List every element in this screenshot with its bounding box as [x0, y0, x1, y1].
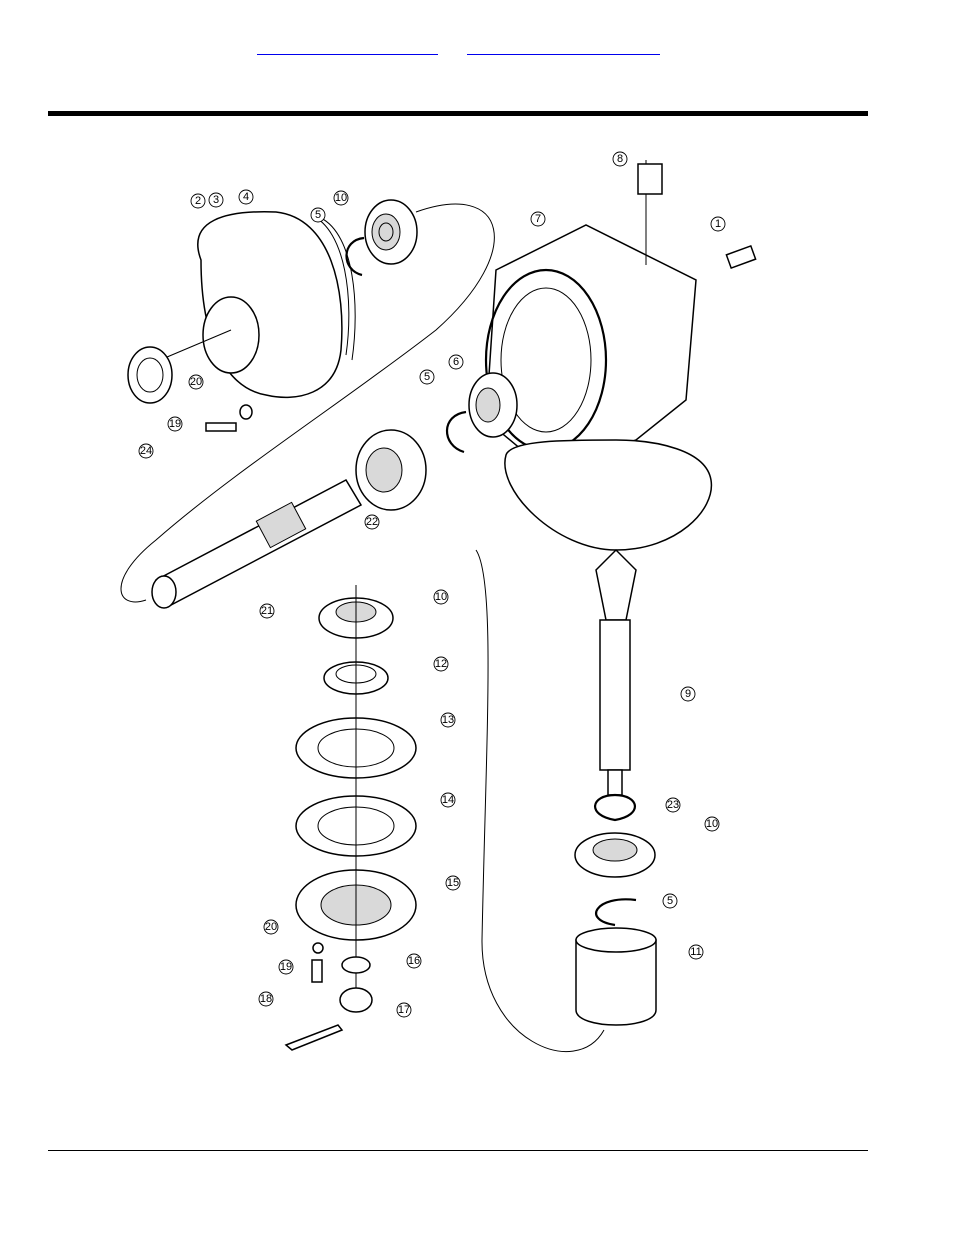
callout-label: 5: [424, 371, 430, 383]
callout-label: 3: [213, 194, 219, 206]
bearing-10-bottom: [574, 832, 656, 878]
snap-ring-5-top: [345, 236, 365, 277]
breather-plug-8: [637, 163, 663, 195]
callout-label: 4: [243, 191, 249, 203]
callout-c16: 16: [406, 953, 422, 969]
pinion-shaft-9: [595, 548, 637, 796]
callout-label: 22: [366, 516, 378, 528]
callout-c19a: 19: [167, 416, 183, 432]
cap-screw-19-bottom: [311, 959, 323, 983]
callout-c23: 23: [665, 797, 681, 813]
callout-label: 7: [535, 213, 541, 225]
header-link-right[interactable]: [467, 38, 660, 55]
callout-c21: 21: [259, 603, 275, 619]
bearing-10-top: [364, 199, 418, 265]
callout-label: 10: [335, 192, 347, 204]
callout-c13: 13: [440, 712, 456, 728]
top-divider: [48, 111, 868, 116]
callout-label: 1: [715, 218, 721, 230]
callout-c5a: 5: [310, 207, 326, 223]
callout-label: 8: [617, 153, 623, 165]
callout-label: 9: [685, 688, 691, 700]
sleeve-11: [575, 927, 657, 1026]
snap-ring-5-bottom: [595, 898, 637, 927]
input-shaft-21: [151, 479, 363, 609]
callout-c20b: 20: [263, 919, 279, 935]
bevel-gear-22: [355, 429, 427, 511]
callout-c11: 11: [688, 944, 704, 960]
callout-label: 10: [706, 818, 718, 830]
callout-label: 24: [140, 445, 152, 457]
oil-line-left: [120, 203, 495, 603]
callout-label: 19: [280, 961, 292, 973]
cotter-pin-18: [284, 1024, 344, 1051]
callout-c8: 8: [612, 151, 628, 167]
callout-c20a: 20: [188, 374, 204, 390]
callout-label: 20: [265, 921, 277, 933]
callout-c17: 17: [396, 1002, 412, 1018]
header-link-left[interactable]: [257, 38, 438, 55]
callout-label: 5: [315, 209, 321, 221]
callout-c22: 22: [364, 514, 380, 530]
callout-c10b: 10: [433, 589, 449, 605]
callout-c4: 4: [238, 189, 254, 205]
callout-label: 20: [190, 376, 202, 388]
callout-c19b: 19: [278, 959, 294, 975]
callout-label: 11: [690, 946, 701, 958]
callout-label: 16: [408, 955, 420, 967]
lockwasher-20-top: [239, 404, 253, 420]
callout-c3: 3: [208, 192, 224, 208]
cap-screw-19-top: [205, 422, 237, 432]
callout-c18: 18: [258, 991, 274, 1007]
callout-label: 17: [398, 1004, 410, 1016]
callout-c10a: 10: [333, 190, 349, 206]
callout-label: 23: [667, 799, 679, 811]
callout-c6: 6: [448, 354, 464, 370]
lockwasher-20-bottom: [312, 942, 324, 954]
callout-label: 2: [195, 195, 201, 207]
callout-c5b: 5: [419, 369, 435, 385]
callout-c14: 14: [440, 792, 456, 808]
callout-label: 5: [667, 895, 673, 907]
callout-c9: 9: [680, 686, 696, 702]
callout-label: 18: [260, 993, 272, 1005]
callout-c12: 12: [433, 656, 449, 672]
callout-c2: 2: [190, 193, 206, 209]
callout-c5c: 5: [662, 893, 678, 909]
callout-label: 6: [453, 356, 459, 368]
snap-ring-5-mid: [446, 410, 467, 454]
callout-label: 12: [435, 658, 447, 670]
gearbox-cover: [140, 211, 356, 399]
callout-label: 19: [169, 418, 181, 430]
snap-ring-23: [594, 793, 636, 822]
footer-divider: [48, 1150, 868, 1151]
callout-label: 13: [442, 714, 454, 726]
seal-24: [127, 346, 173, 404]
callout-c7: 7: [530, 211, 546, 227]
oil-line-bottom: [475, 549, 605, 1053]
callout-c1: 1: [710, 216, 726, 232]
callout-c10c: 10: [704, 816, 720, 832]
callout-label: 14: [442, 794, 454, 806]
castle-nut-17: [339, 987, 373, 1013]
callout-c24: 24: [138, 443, 154, 459]
bearing-6: [468, 372, 518, 438]
gearbox-housing: [484, 160, 713, 551]
callout-label: 15: [447, 877, 459, 889]
callout-label: 21: [261, 605, 273, 617]
callout-label: 10: [435, 591, 447, 603]
callout-c15: 15: [445, 875, 461, 891]
plug-1: [725, 245, 757, 269]
washer-16: [341, 956, 371, 974]
